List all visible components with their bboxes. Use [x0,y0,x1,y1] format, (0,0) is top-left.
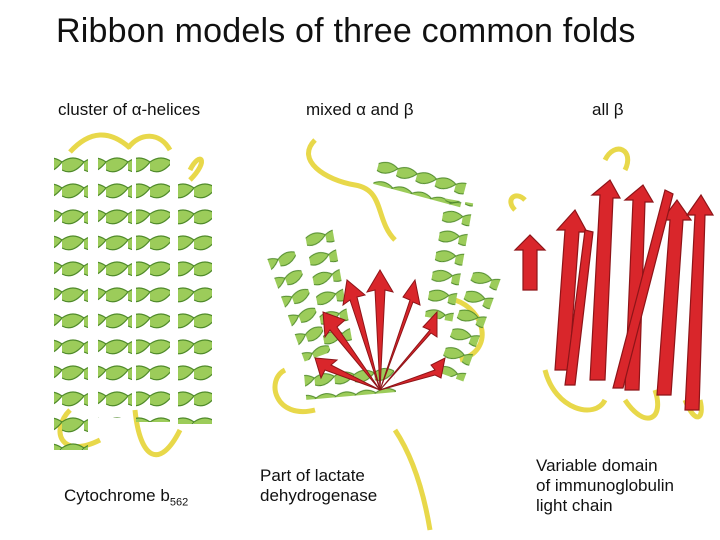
helix-1 [54,150,88,450]
all-beta-illustration [508,146,715,421]
mixed-alpha-beta-illustration [267,138,501,531]
panel-2-caption: Part of lactate dehydrogenase [260,466,377,506]
helix-3 [136,156,170,422]
panel-2-caption-line-2: dehydrogenase [260,486,378,505]
helix-2 [98,148,132,418]
panel-1-caption-subscript: 562 [169,496,189,509]
alpha-helix-cluster-illustration [54,132,212,457]
panel-1-caption: Cytochrome b562 [64,486,188,512]
helix-4 [178,174,212,424]
panel-1-caption-main: Cytochrome b [64,486,170,505]
panel-3-caption-line-1: Variable domain [536,456,658,475]
page-title: Ribbon models of three common folds [56,12,636,50]
panel-1-header: cluster of α-helices [58,100,201,119]
panel-3-caption-line-2: of immunoglobulin [536,476,674,495]
panel-3-caption: Variable domain of immunoglobulin light … [536,456,674,516]
panel-3-header: all β [592,100,624,119]
panel-2-caption-line-1: Part of lactate [260,466,365,485]
panel-3-caption-line-3: light chain [536,496,613,515]
panel-2-header: mixed α and β [306,100,414,119]
